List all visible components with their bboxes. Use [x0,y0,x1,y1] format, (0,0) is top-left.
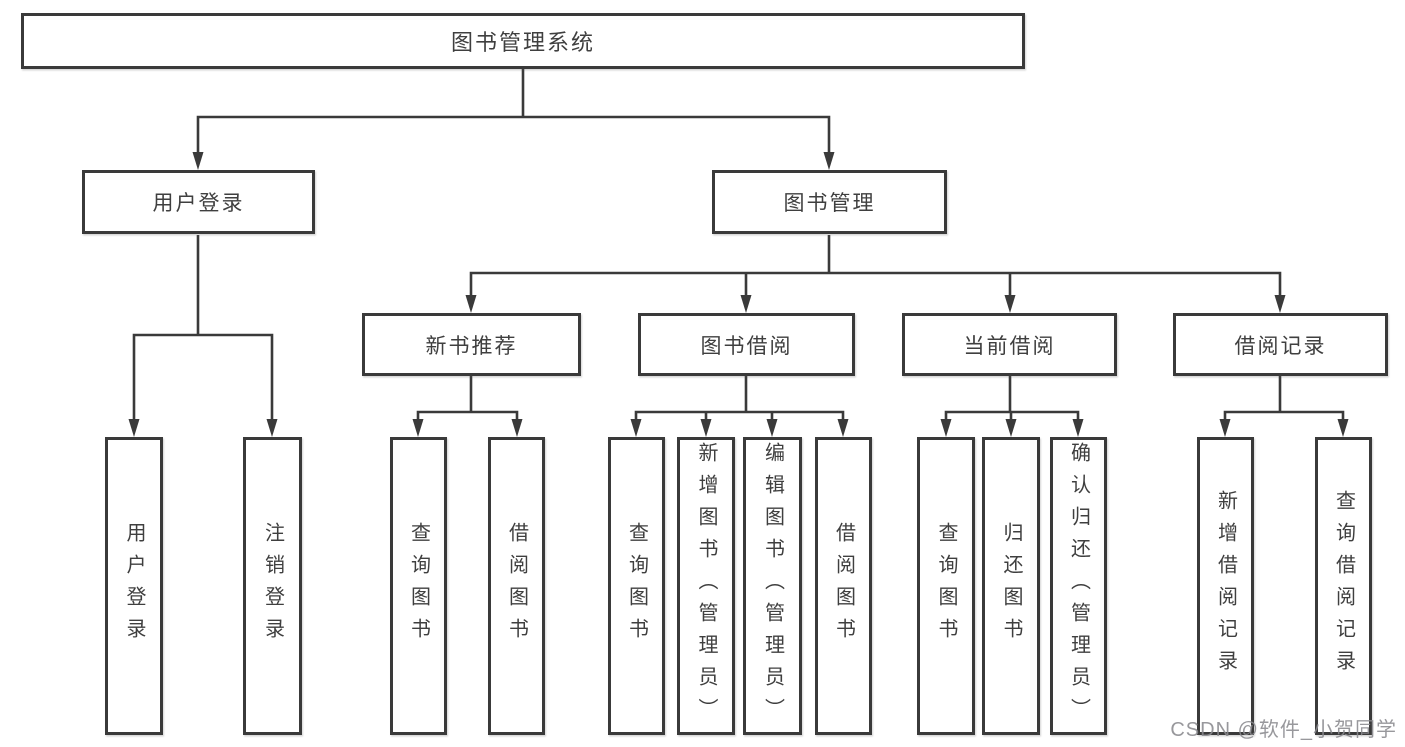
node-new-book-recommend: 新书推荐 [362,313,581,376]
leaf-query-borrow-record-label: 查询借阅记录 [1332,490,1355,682]
leaf-query-books-3: 查询图书 [917,437,975,735]
leaf-return-book: 归还图书 [982,437,1040,735]
leaf-add-book-admin: 新增图书（管理员） [677,437,735,735]
leaf-borrow-books-2-label: 借阅图书 [832,522,855,650]
leaf-query-borrow-record: 查询借阅记录 [1315,437,1372,735]
leaf-logout-login: 注销登录 [243,437,302,735]
node-user-login-label: 用户登录 [152,192,245,215]
leaf-borrow-books-1: 借阅图书 [488,437,545,735]
leaf-query-books-2-label: 查询图书 [625,522,648,650]
node-book-management-label: 图书管理 [783,192,876,215]
leaf-query-books-1: 查询图书 [390,437,447,735]
node-user-login: 用户登录 [82,170,315,234]
leaf-add-borrow-record: 新增借阅记录 [1197,437,1254,735]
leaf-confirm-return-admin: 确认归还（管理员） [1050,437,1107,735]
node-borrowing-records: 借阅记录 [1173,313,1388,376]
node-library-management-system: 图书管理系统 [21,13,1025,69]
node-new-book-recommend-label: 新书推荐 [425,334,518,358]
leaf-logout-login-label: 注销登录 [261,522,284,650]
leaf-confirm-return-admin-label: 确认归还（管理员） [1067,442,1090,730]
node-book-borrowing: 图书借阅 [638,313,855,376]
leaf-query-books-2: 查询图书 [608,437,665,735]
leaf-edit-book-admin-label: 编辑图书（管理员） [761,442,784,730]
leaf-edit-book-admin: 编辑图书（管理员） [743,437,802,735]
node-library-management-system-label: 图书管理系统 [450,30,595,55]
leaf-user-login-label: 用户登录 [123,522,145,650]
node-borrowing-records-label: 借阅记录 [1234,334,1327,358]
leaf-user-login: 用户登录 [105,437,163,735]
leaf-add-borrow-record-label: 新增借阅记录 [1214,490,1237,682]
leaf-return-book-label: 归还图书 [1000,522,1022,650]
leaf-query-books-3-label: 查询图书 [935,522,957,650]
node-book-borrowing-label: 图书借阅 [700,334,793,358]
leaf-add-book-admin-label: 新增图书（管理员） [695,442,717,730]
leaf-query-books-1-label: 查询图书 [407,522,430,650]
node-current-borrowing: 当前借阅 [902,313,1117,376]
arrowheads [128,152,1349,437]
node-current-borrowing-label: 当前借阅 [963,334,1056,358]
leaf-borrow-books-1-label: 借阅图书 [505,522,528,650]
leaf-borrow-books-2: 借阅图书 [815,437,872,735]
node-book-management: 图书管理 [712,170,947,234]
